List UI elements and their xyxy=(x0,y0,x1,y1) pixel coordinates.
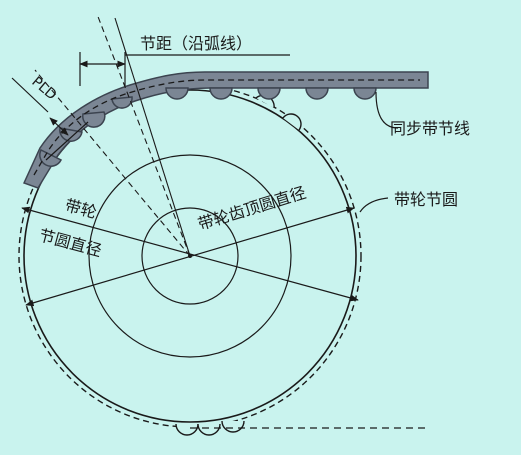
belt-tooth xyxy=(305,87,329,100)
pld-dimension xyxy=(11,77,89,161)
groove xyxy=(221,420,245,433)
belt-tooth xyxy=(353,87,377,100)
pld-line-outer xyxy=(11,77,49,113)
pld-label: PLD xyxy=(28,74,59,104)
pitch-diameter-label-line2: 节圆直径 xyxy=(37,226,104,261)
pulley-center xyxy=(188,254,192,258)
radial-line-solid xyxy=(114,17,191,257)
pitch-arc-label: 节距（沿弧线） xyxy=(140,34,252,53)
belt-tooth xyxy=(39,148,63,167)
belt-tooth xyxy=(165,87,189,100)
groove xyxy=(197,423,221,436)
pulley-pitch-circle-leader xyxy=(359,197,389,213)
belt-tooth xyxy=(111,96,133,109)
belt-tooth xyxy=(82,111,106,128)
groove xyxy=(175,423,199,436)
pulley-grooves xyxy=(175,94,302,436)
belt-teeth xyxy=(39,87,377,167)
groove xyxy=(282,113,302,131)
belt-tooth xyxy=(257,87,281,100)
pld-arrow xyxy=(49,117,69,136)
pld-line-inner xyxy=(45,121,89,161)
pulley-pitch-circle-label: 带轮节圆 xyxy=(394,190,458,209)
pitch-dimension xyxy=(79,52,290,86)
belt-tooth xyxy=(209,87,233,100)
pitch-diameter-label-line1: 带轮 xyxy=(63,196,99,223)
belt-pitch-line-label: 同步带节线 xyxy=(390,119,470,138)
belt-pitch-line-leader xyxy=(375,91,399,129)
